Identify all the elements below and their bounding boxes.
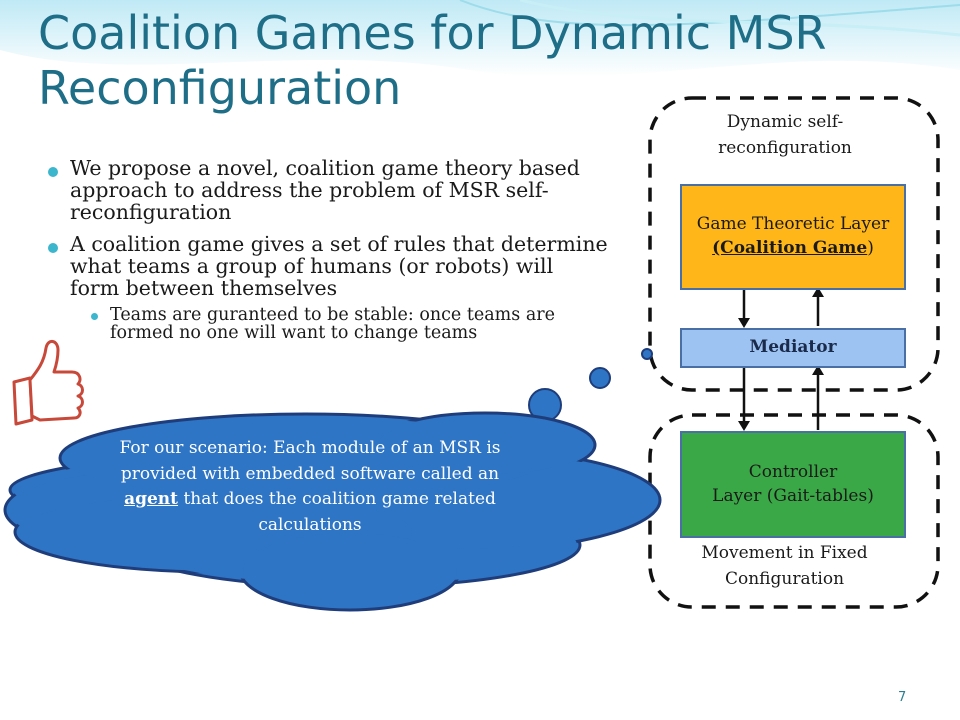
header-wave — [0, 0, 960, 77]
arrowhead-up — [812, 365, 824, 375]
cloud-text: For our scenario: Each module of an MSR … — [100, 436, 520, 538]
lower-group-label: Movement in Fixed Configuration — [701, 543, 868, 589]
bullet-item: We propose a novel, coalition game theor… — [48, 157, 608, 224]
wave-line — [459, 0, 960, 27]
cloud-agent-emphasis: agent — [124, 489, 179, 509]
sub-bullet-item: Teams are guranteed to be stable: once t… — [88, 305, 608, 344]
controller-layer: Controller Layer (Gait-tables) — [680, 431, 906, 538]
controller-line1: Controller — [748, 461, 838, 482]
game-layer-suffix: ) — [867, 238, 874, 258]
cloud-text-after: that does the coalition game related cal… — [183, 489, 496, 535]
game-layer-emphasis: (Coalition Game — [712, 238, 868, 258]
slide-title: Coalition Games for Dynamic MSR Reconfig… — [38, 6, 827, 116]
arrowhead-down — [738, 318, 750, 328]
cloud-text-before: For our scenario: Each module of an MSR … — [119, 438, 501, 484]
game-theoretic-layer: Game Theoretic Layer (Coalition Game) — [680, 184, 906, 290]
game-layer-text: Game Theoretic Layer (Coalition Game) — [682, 213, 904, 261]
arrowhead-up — [812, 287, 824, 297]
controller-line2: Layer (Gait-tables) — [712, 485, 874, 506]
page-number: 7 — [898, 690, 907, 705]
upper-group-label: Dynamic self-reconfiguration — [718, 112, 852, 158]
bullet-list: We propose a novel, coalition game theor… — [48, 157, 608, 344]
thought-cloud-fill — [8, 416, 657, 607]
mediator-box: Mediator — [680, 328, 906, 368]
wave-line — [519, 0, 960, 37]
bullet-item: A coalition game gives a set of rules th… — [48, 233, 608, 300]
thought-bubble-medium — [589, 367, 611, 389]
arrowhead-down — [738, 421, 750, 431]
game-layer-title: Game Theoretic Layer — [696, 214, 890, 235]
upper-group-outline — [648, 96, 940, 392]
thought-bubble-small — [641, 348, 653, 360]
lower-group-outline — [648, 413, 940, 609]
thumbs-up-icon — [12, 340, 84, 426]
